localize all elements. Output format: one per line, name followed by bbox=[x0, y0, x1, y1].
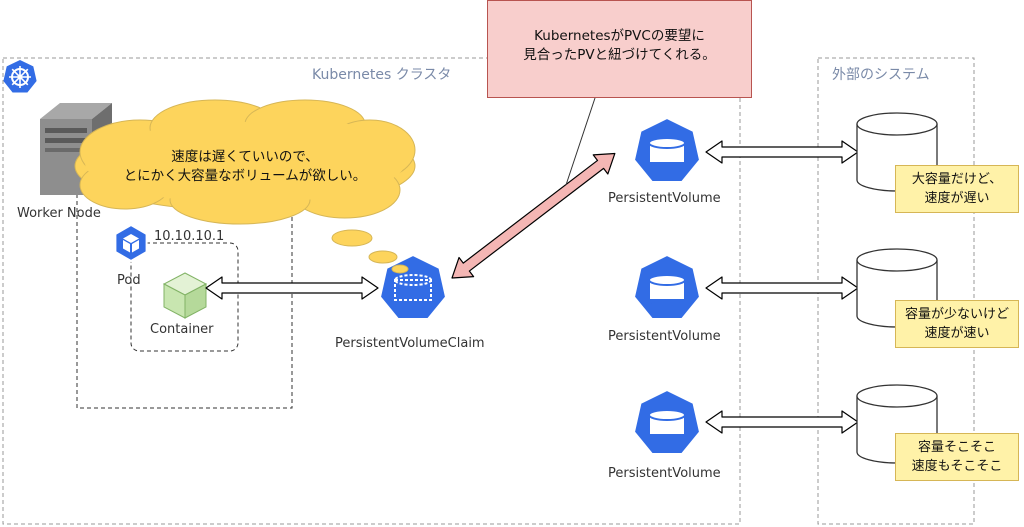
thought-line-2: とにかく大容量なボリュームが欲しい。 bbox=[123, 168, 367, 184]
pv-icon-1 bbox=[633, 117, 701, 183]
storage-note-1: 大容量だけど、 速度が遅い bbox=[895, 165, 1019, 213]
pod-cube-icon bbox=[114, 223, 148, 263]
container-cube-icon bbox=[162, 272, 208, 319]
pv-storage-arrow-2 bbox=[705, 276, 859, 300]
container-label: Container bbox=[150, 322, 214, 337]
storage-note-3: 容量そこそこ 速度もそこそこ bbox=[895, 433, 1019, 481]
container-pvc-arrow bbox=[205, 276, 379, 300]
callout-pointer bbox=[565, 97, 596, 186]
pv-icon-3 bbox=[633, 389, 701, 455]
pv-storage-arrow-1 bbox=[705, 140, 859, 164]
pv-label-1: PersistentVolume bbox=[608, 191, 721, 206]
thought-bubble-text: 速度は遅くていいので、 とにかく大容量なボリュームが欲しい。 bbox=[100, 148, 390, 186]
storage-note-2-line-1: 容量が少ないけど bbox=[904, 307, 1009, 322]
external-title: 外部のシステム bbox=[832, 67, 930, 83]
worker-node-label: Worker Node bbox=[17, 206, 101, 221]
thought-cloud bbox=[74, 99, 416, 225]
pv-label-2: PersistentVolume bbox=[608, 329, 721, 344]
kubernetes-helm-icon bbox=[3, 60, 37, 93]
callout-line-2: 見合ったPVと紐づけてくれる。 bbox=[523, 47, 716, 63]
storage-note-1-line-2: 速度が遅い bbox=[924, 191, 990, 206]
pvc-pv-link-arrow bbox=[451, 152, 616, 279]
storage-note-3-line-2: 速度もそこそこ bbox=[911, 459, 1003, 474]
storage-note-2-line-2: 速度が速い bbox=[924, 326, 990, 341]
storage-note-2: 容量が少ないけど 速度が速い bbox=[895, 300, 1019, 348]
cluster-title: Kubernetes クラスタ bbox=[312, 67, 451, 83]
pod-frame bbox=[130, 242, 239, 352]
thought-line-1: 速度は遅くていいので、 bbox=[171, 149, 319, 165]
callout-note: KubernetesがPVCの要望に 見合ったPVと紐づけてくれる。 bbox=[487, 0, 752, 98]
thought-bubble-dots bbox=[331, 229, 409, 274]
pod-ip-label: 10.10.10.1 bbox=[154, 229, 224, 244]
storage-note-1-line-1: 大容量だけど、 bbox=[911, 172, 1003, 187]
pv-label-3: PersistentVolume bbox=[608, 466, 721, 481]
pod-label: Pod bbox=[117, 273, 141, 288]
pvc-label: PersistentVolumeClaim bbox=[335, 336, 485, 351]
callout-line-1: KubernetesがPVCの要望に bbox=[534, 28, 705, 44]
pv-storage-arrow-3 bbox=[705, 410, 859, 434]
storage-note-3-line-1: 容量そこそこ bbox=[917, 440, 996, 455]
pv-icon-2 bbox=[633, 254, 701, 320]
pvc-icon bbox=[379, 254, 447, 320]
